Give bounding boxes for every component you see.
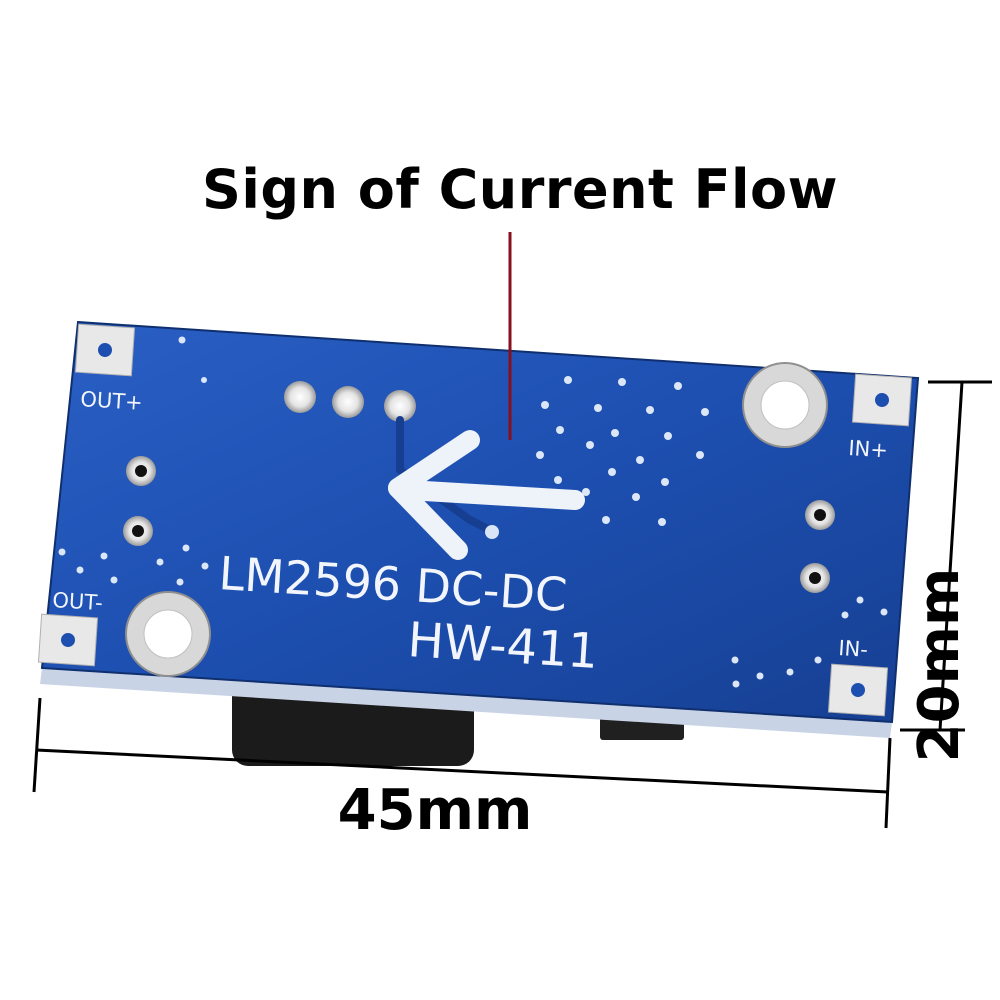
solder-pads <box>123 381 835 593</box>
width-dim-tick-right <box>884 737 892 829</box>
pad-in-plus <box>851 373 913 427</box>
corner-pads <box>37 323 913 717</box>
pad-out-minus <box>37 613 99 667</box>
width-dimension-label: 45mm <box>337 778 533 843</box>
via <box>485 525 499 539</box>
pin-label-out-plus: OUT+ <box>80 387 144 415</box>
width-dim-tick-left <box>32 697 42 793</box>
height-dim-line <box>938 381 964 731</box>
height-dimension-label: 20mm <box>907 567 972 763</box>
pin-label-in-minus: IN- <box>838 636 869 662</box>
headline: Sign of Current Flow <box>201 158 839 221</box>
dimension-lines <box>32 380 992 829</box>
via-cluster <box>58 336 888 688</box>
pad-in-minus <box>827 663 889 717</box>
board-code-label: HW-411 <box>406 612 600 680</box>
width-dim-line <box>35 748 889 794</box>
current-flow-arrow <box>388 430 585 560</box>
pcb-edge <box>40 668 892 738</box>
pin-label-in-plus: IN+ <box>848 436 889 462</box>
pad-out-plus <box>74 323 136 377</box>
mounting-holes <box>125 362 828 677</box>
pin-label-out-minus: OUT- <box>52 588 104 615</box>
